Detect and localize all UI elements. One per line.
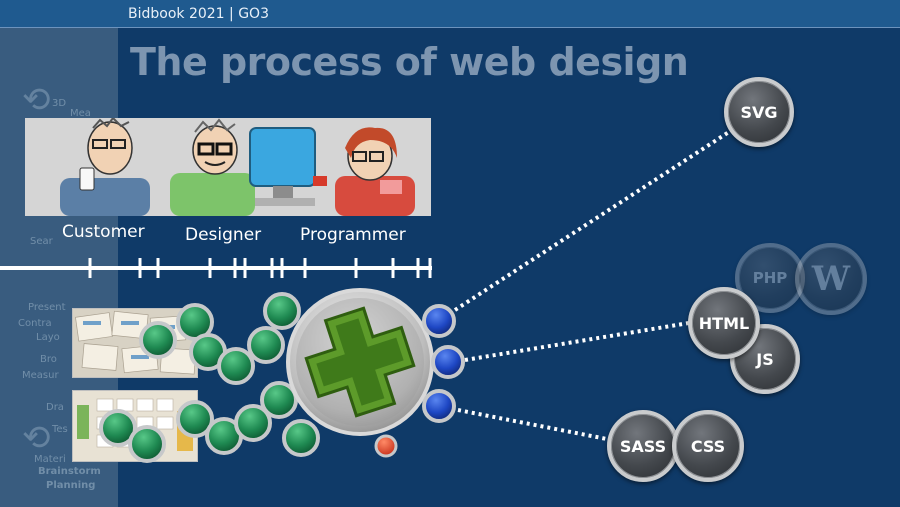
side-menu-item: Measur — [22, 370, 59, 381]
blue-nodes — [422, 304, 465, 423]
side-menu-item: Brainstorm — [38, 466, 101, 477]
bubble-svg-label: SVG — [740, 102, 778, 122]
role-customer: Customer — [62, 222, 145, 242]
side-menu-item: Planning — [46, 480, 96, 491]
side-menu-item: Sear — [30, 236, 53, 247]
side-menu-item: Present — [28, 302, 66, 313]
breadcrumb: Bidbook 2021 | GO3 — [128, 6, 269, 22]
top-bar: Bidbook 2021 | GO3 — [0, 0, 900, 28]
bubble-svg: SVG — [724, 77, 794, 147]
team-illustration-drawing — [60, 116, 415, 216]
side-menu-item: Layo — [36, 332, 60, 343]
green-nodes — [99, 292, 320, 463]
cycle-arrow-icon: ⟲ — [22, 418, 51, 458]
slide-title: The process of web design — [130, 40, 689, 84]
side-menu-item: Tes — [52, 424, 68, 435]
role-designer: Designer — [185, 225, 262, 245]
bubble-php-label: PHP — [752, 269, 788, 287]
team-illustration — [25, 116, 431, 216]
bubble-css: CSS — [672, 410, 744, 482]
side-menu-item: Dra — [46, 402, 64, 413]
wordpress-logo-icon: W — [795, 243, 867, 315]
green-cross-icon — [286, 288, 434, 436]
bubble-sass: SASS — [607, 410, 679, 482]
bubble-sass-label: SASS — [619, 436, 667, 456]
bubble-js-label: JS — [756, 349, 774, 369]
side-menu-item: Contra — [18, 318, 52, 329]
red-node — [374, 434, 398, 458]
cycle-arrow-icon: ⟲ — [22, 80, 51, 120]
timeline — [0, 258, 432, 278]
side-menu-item: 3D — [52, 98, 67, 109]
bubble-html-label: HTML — [698, 313, 750, 333]
role-programmer: Programmer — [300, 225, 406, 245]
side-menu-item: Mea — [70, 108, 91, 119]
side-menu-item: Materi — [34, 454, 66, 465]
side-menu-item: Bro — [40, 354, 57, 365]
bubble-html: HTML — [688, 287, 760, 359]
connectors — [453, 126, 737, 442]
bubble-css-label: CSS — [690, 436, 726, 456]
